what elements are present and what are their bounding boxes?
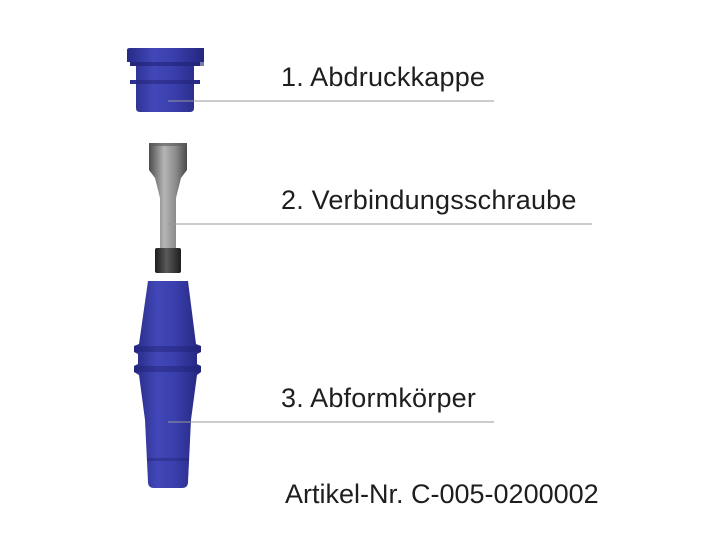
part-label-impression-cap: 1. Abdruckkappe <box>281 62 486 92</box>
part-label-connecting-screw: 2. Verbindungsschraube <box>281 185 577 215</box>
part-label-impression-post: 3. Abformkörper <box>281 383 477 413</box>
impression-post <box>134 281 201 488</box>
connecting-screw <box>149 143 187 273</box>
article-number: Artikel-Nr. C-005-0200002 <box>285 479 599 509</box>
impression-cap <box>127 48 204 112</box>
